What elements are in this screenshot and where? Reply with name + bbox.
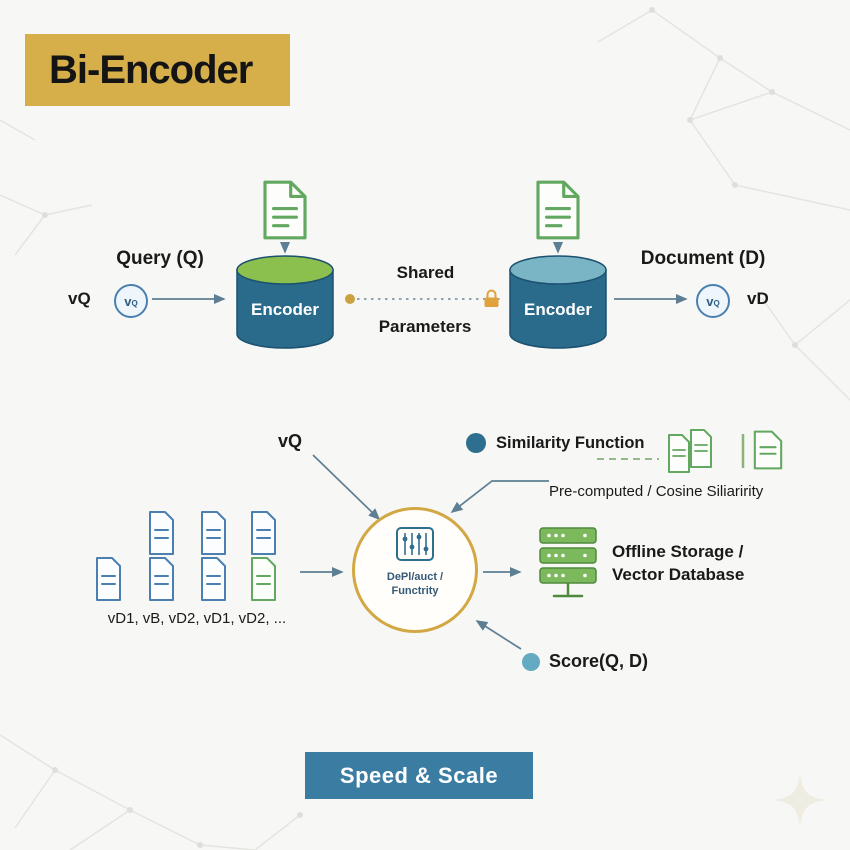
score-label: Score(Q, D) <box>549 651 649 671</box>
document-label: Document (D) <box>640 248 766 269</box>
doc-cluster <box>96 511 276 601</box>
query-label: Query (Q) <box>116 248 204 269</box>
page-title: Bi-Encoder <box>49 47 253 92</box>
query-vector-v: v <box>124 293 132 309</box>
doc-vector-list-label: vD1, vB, vD2, vD1, vD2, ... <box>107 610 287 627</box>
precomputed-doc-single-icon <box>753 430 783 470</box>
circle-text-line1: DePl/auct / <box>386 571 444 583</box>
sparkle-icon <box>773 773 827 827</box>
parameters-label: Parameters <box>378 317 472 336</box>
sliders-icon <box>396 527 434 561</box>
similarity-dot-icon <box>466 433 486 453</box>
title-banner: Bi-Encoder <box>25 34 290 106</box>
speed-scale-banner: Speed & Scale <box>305 752 533 799</box>
vector-database-icon <box>539 527 597 598</box>
lock-icon <box>484 289 499 307</box>
bottom-vq-label: vQ <box>278 431 303 451</box>
document-vector-sub: Q <box>713 299 720 308</box>
precomputed-docs-icon <box>668 429 712 473</box>
score-dot-icon <box>522 653 540 671</box>
query-vector-sub: Q <box>131 299 138 308</box>
storage-label-line1: Offline Storage / <box>612 542 744 561</box>
similarity-function-circle: DePl/auct / Functrity <box>352 507 478 633</box>
query-document-icon <box>263 180 307 240</box>
storage-label-line2: Vector Database <box>612 565 745 584</box>
encoder-right-label: Encoder <box>523 300 593 319</box>
precomputed-label: Pre-computed / Cosine Siliaririty <box>549 483 764 500</box>
document-document-icon <box>536 180 580 240</box>
shared-label: Shared <box>396 263 455 282</box>
encoder-left-cylinder <box>236 255 334 349</box>
encoder-right-cylinder <box>509 255 607 349</box>
encoder-left-label: Encoder <box>250 300 320 319</box>
similarity-function-label: Similarity Function <box>496 434 645 452</box>
vd-right-label: vD <box>747 289 769 308</box>
circle-text-line2: Functrity <box>391 585 439 597</box>
document-vector-v: v <box>706 293 714 309</box>
speed-scale-label: Speed & Scale <box>339 762 499 788</box>
vq-left-label: vQ <box>68 289 91 308</box>
